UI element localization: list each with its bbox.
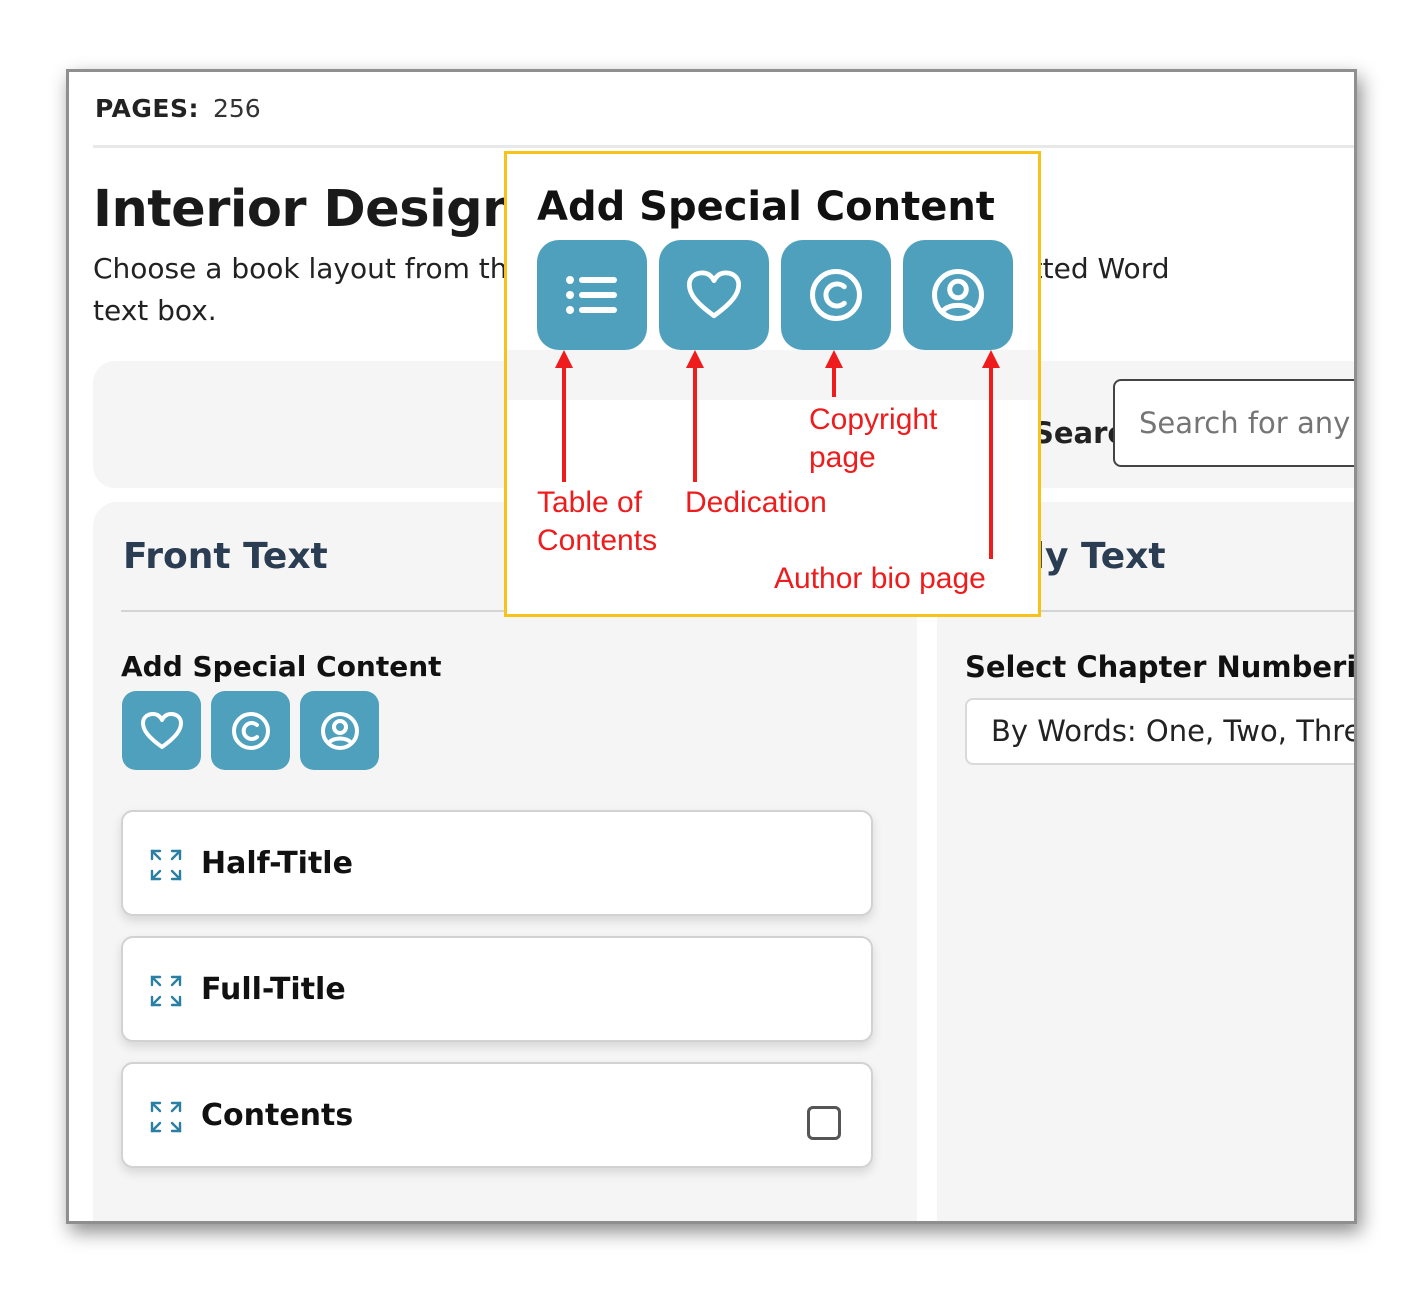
front-item-half-title[interactable]: Half-Title	[121, 810, 873, 916]
annotation-line: page	[809, 441, 876, 474]
annotation-copyright: Copyright page	[809, 401, 937, 477]
add-copyright-button[interactable]	[781, 240, 891, 350]
add-table-of-contents-button[interactable]	[537, 240, 647, 350]
annotation-arrows	[555, 350, 1000, 559]
callout-title: Add Special Content	[537, 184, 995, 230]
add-special-content-label: Add Special Content	[121, 650, 442, 683]
expand-icon[interactable]	[149, 974, 183, 1008]
add-dedication-button[interactable]	[659, 240, 769, 350]
copyright-icon	[231, 711, 270, 750]
annotation-line: Copyright	[809, 403, 938, 436]
heart-icon	[140, 711, 183, 749]
annotation-author-bio: Author bio page	[774, 562, 986, 595]
item-label: Contents	[201, 1098, 354, 1133]
user-circle-icon	[932, 269, 984, 321]
callout-background	[507, 350, 1038, 400]
add-dedication-button[interactable]	[122, 691, 201, 770]
add-author-bio-button[interactable]	[300, 691, 379, 770]
chapter-numbering-label: Select Chapter Numbering	[965, 650, 1357, 684]
expand-icon[interactable]	[149, 848, 183, 882]
contents-checkbox[interactable]	[807, 1106, 841, 1140]
front-item-full-title[interactable]: Full-Title	[121, 936, 873, 1042]
copyright-icon	[810, 269, 862, 321]
user-circle-icon	[320, 711, 359, 750]
divider	[965, 610, 1354, 612]
add-author-bio-button[interactable]	[903, 240, 1013, 350]
add-copyright-button[interactable]	[211, 691, 290, 770]
item-label: Half-Title	[201, 846, 353, 881]
annotation-dedication: Dedication	[685, 486, 827, 519]
chapter-numbering-select[interactable]: By Words: One, Two, Three	[965, 698, 1354, 765]
search-input[interactable]	[1113, 379, 1354, 467]
intro-line-2: text box.	[93, 294, 217, 327]
page-title: Interior Design	[93, 180, 518, 239]
pages-label: PAGES:	[95, 94, 199, 123]
list-icon	[566, 276, 617, 314]
item-label: Full-Title	[201, 972, 346, 1007]
special-content-callout: Add Special Content Table of Contents	[504, 151, 1041, 617]
callout-buttons	[537, 240, 1013, 350]
heart-icon	[686, 270, 742, 319]
front-item-contents[interactable]: Contents	[121, 1062, 873, 1168]
divider	[93, 145, 1354, 148]
annotation-table-of-contents: Table of Contents	[537, 484, 657, 560]
body-text-panel: Body Text Select Chapter Numbering By Wo…	[937, 502, 1357, 1221]
annotation-line: Table of	[537, 486, 643, 519]
front-text-title: Front Text	[123, 536, 328, 577]
expand-icon[interactable]	[149, 1100, 183, 1134]
annotation-line: Contents	[537, 524, 658, 557]
pages-count: PAGES: 256	[95, 94, 261, 123]
pages-value: 256	[212, 94, 261, 123]
special-content-buttons	[122, 691, 379, 770]
